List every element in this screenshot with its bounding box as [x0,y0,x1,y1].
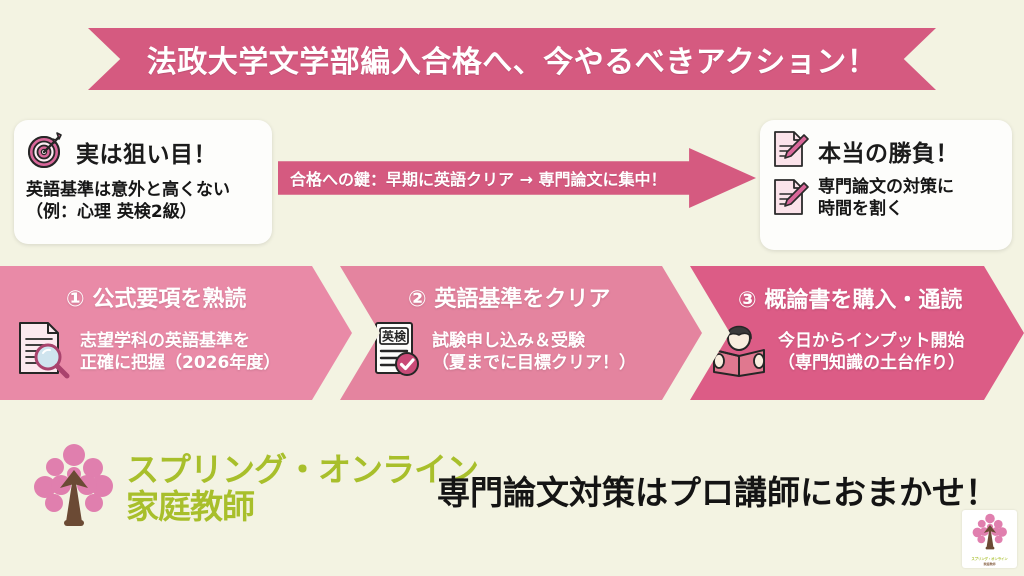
watermark-line1: スプリング・オンライン [971,557,1008,561]
step-3-label: 概論書を購入・通読 [764,288,963,313]
document-pencil-icon [770,128,810,174]
person-reading-book-icon [708,320,770,384]
cherry-blossom-tree-icon [30,440,118,536]
step-1-desc-line1: 志望学科の英語基準を [80,330,250,351]
step-3-row: 今日からインプット開始 （専門知識の土台作り） [690,320,1024,384]
step-3: ③ 概論書を購入・通読 今日からインプット開始 （専門知識の土台作り） [690,266,1024,400]
step-2-desc-line1: 試験申し込み＆受験 [432,330,585,351]
document-pencil-icon [770,176,810,222]
right-card-body-line1: 専門論文の対策に [818,177,954,198]
right-card-title: 本当の勝負！ [818,141,959,167]
step-3-title: ③ 概論書を購入・通読 [690,282,1024,314]
brand-logo-line1: スプリング・オンライン [126,450,479,489]
step-1: ① 公式要項を熟読 [0,266,352,400]
step-1-row: 志望学科の英語基準を 正確に把握（2026年度） [0,319,352,385]
key-arrow: 合格への鍵：早期に英語クリア → 専門論文に集中！ [278,148,756,208]
brand-logo-line2: 家庭教師 [126,487,255,526]
step-3-number: ③ [738,288,757,313]
step-3-desc-line1: 今日からインプット開始 [778,330,965,351]
step-1-label: 公式要項を熟読 [92,287,247,312]
watermark-line2: 家庭教師 [983,562,996,566]
left-card-body: 英語基準は意外と高くない（例：心理 英検2級） [26,180,230,222]
step-2: ② 英語基準をクリア 英検 試験申し込み＆受 [340,266,702,400]
step-2-row: 英検 試験申し込み＆受験 （夏までに目標クリア！） [340,319,702,385]
step-1-title: ① 公式要項を熟読 [0,281,352,313]
step-3-desc-line2: （専門知識の土台作り） [778,353,965,373]
step-2-label: 英語基準をクリア [434,287,611,312]
brand-logo-text: スプリング・オンライン 家庭教師 [126,450,479,526]
watermark-badge: スプリング・オンライン 家庭教師 [962,510,1017,568]
banner-shape: 法政大学文学部編入合格へ、今やるべきアクション！ [88,28,936,90]
eiken-check-icon: 英検 [370,319,424,385]
right-card-body-row: 専門論文の対策に 時間を割く [770,176,1002,222]
step-2-title: ② 英語基準をクリア [340,281,702,313]
left-card-title: 実は狙い目！ [76,142,217,168]
key-arrow-label: 合格への鍵：早期に英語クリア → 専門論文に集中！ [290,170,667,189]
right-card-header: 本当の勝負！ [770,128,1002,174]
step-1-desc-line2: 正確に把握（2026年度） [80,353,281,373]
step-sequence: ① 公式要項を熟読 [0,266,1024,400]
step-1-number: ① [66,287,85,312]
step-2-number: ② [408,287,427,312]
target-icon [26,130,68,174]
document-magnifier-icon [12,319,72,385]
page-title: 法政大学文学部編入合格へ、今やるべきアクション！ [146,45,878,80]
left-card-header: 実は狙い目！ [26,130,260,174]
right-card-body-line2: 時間を割く [818,199,903,219]
watermark-cherry-blossom-tree-icon [970,512,1010,556]
right-info-card: 本当の勝負！ 専門論文の対策に 時間を割く [760,120,1012,250]
eiken-icon-label: 英検 [382,329,407,344]
step-2-desc-line2: （夏までに目標クリア！） [432,353,636,373]
title-banner: 法政大学文学部編入合格へ、今やるべきアクション！ [88,28,936,90]
footer-tagline: 専門論文対策はプロ講師におまかせ！ [437,473,998,512]
left-info-card: 実は狙い目！ 英語基準は意外と高くない（例：心理 英検2級） [14,120,272,244]
brand-logo: スプリング・オンライン 家庭教師 [30,440,479,536]
